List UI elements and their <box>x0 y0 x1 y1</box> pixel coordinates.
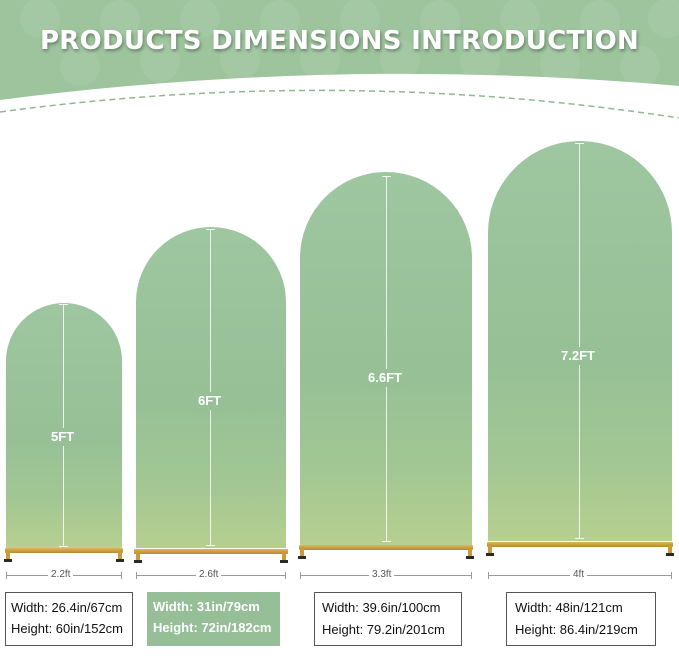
width-label: 4ft <box>570 569 588 581</box>
spec-width: Width: 26.4in/67cm <box>11 600 123 615</box>
spec-width: Width: 39.6in/100cm <box>322 600 441 615</box>
arch-backdrop <box>488 141 672 541</box>
height-measure-line <box>63 304 64 547</box>
gold-stand <box>5 548 123 553</box>
spec-box-1: Width: 26.4in/67cm Height: 60in/152cm <box>5 592 133 646</box>
height-measure-line <box>210 229 211 546</box>
spec-height: Height: 60in/152cm <box>11 621 124 636</box>
spec-width: Width: 48in/121cm <box>515 600 623 615</box>
spec-height: Height: 72in/182cm <box>153 620 272 635</box>
page-title: PRODUCTS DIMENSIONS INTRODUCTION <box>39 26 640 56</box>
spec-width: Width: 31in/79cm <box>153 599 260 614</box>
height-label: 7.2FT <box>558 347 598 365</box>
height-label: 6.6FT <box>365 369 405 387</box>
spec-height: Height: 86.4in/219cm <box>515 622 638 637</box>
height-measure-line <box>386 176 387 542</box>
height-measure-line <box>579 143 580 539</box>
height-label: 5FT <box>48 428 78 446</box>
spec-box-2: Width: 31in/79cm Height: 72in/182cm <box>147 592 280 646</box>
gold-stand <box>487 542 673 547</box>
spec-height: Height: 79.2in/201cm <box>322 622 445 637</box>
height-label: 6FT <box>195 392 225 410</box>
width-label: 3.3ft <box>369 569 395 581</box>
gold-stand <box>299 545 473 550</box>
width-label: 2.6ft <box>196 569 222 581</box>
header-banner: PRODUCTS DIMENSIONS INTRODUCTION <box>0 0 679 120</box>
width-label: 2.2ft <box>48 569 74 581</box>
arch-backdrop <box>6 303 122 548</box>
spec-box-3: Width: 39.6in/100cm Height: 79.2in/201cm <box>314 592 462 646</box>
arch-backdrop <box>136 227 286 548</box>
gold-stand <box>134 549 288 554</box>
spec-box-4: Width: 48in/121cm Height: 86.4in/219cm <box>506 592 656 646</box>
banner-background <box>0 0 679 119</box>
